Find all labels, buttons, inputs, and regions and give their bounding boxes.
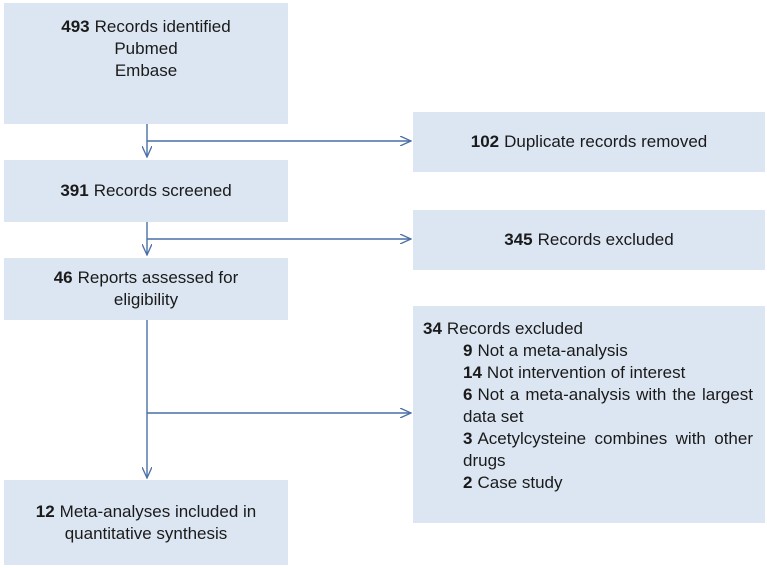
source-embase: Embase — [114, 61, 178, 80]
excluded-screen-label: Records excluded — [537, 230, 674, 249]
duplicates-label: Duplicate records removed — [504, 132, 708, 151]
screened-count: 391 — [60, 181, 89, 200]
identified-label: Records identified — [94, 17, 231, 36]
duplicates-count: 102 — [470, 132, 500, 151]
screened-label: Records screened — [93, 181, 232, 200]
reason-text: Not a meta-analysis with the largest dat… — [463, 385, 753, 426]
reason-text: Not a meta-analysis — [477, 341, 628, 360]
reason-text: Case study — [477, 473, 563, 492]
excluded-full-label: Records excluded — [446, 319, 583, 338]
reason-text: Acetylcysteine combines with other drugs — [463, 429, 753, 470]
excluded-screen-count: 345 — [504, 230, 533, 249]
reason-count: 3 — [463, 429, 473, 448]
reason-count: 6 — [463, 385, 473, 404]
included-label-line1: Meta-analyses included in — [59, 501, 257, 521]
included-label-line2: quantitative synthesis — [64, 523, 228, 543]
reason-text: Not intervention of interest — [486, 363, 686, 382]
assessed-label-line1: Reports assessed for — [77, 268, 239, 287]
assessed-label-line2: eligibility — [113, 290, 179, 309]
identified-count: 493 — [61, 17, 90, 36]
source-pubmed: Pubmed — [114, 39, 178, 58]
assessed-count: 46 — [53, 268, 73, 287]
reason-count: 9 — [463, 341, 473, 360]
reason-count: 2 — [463, 473, 473, 492]
included-count: 12 — [35, 501, 55, 521]
reason-count: 14 — [463, 363, 482, 382]
excluded-full-count: 34 — [423, 319, 442, 338]
